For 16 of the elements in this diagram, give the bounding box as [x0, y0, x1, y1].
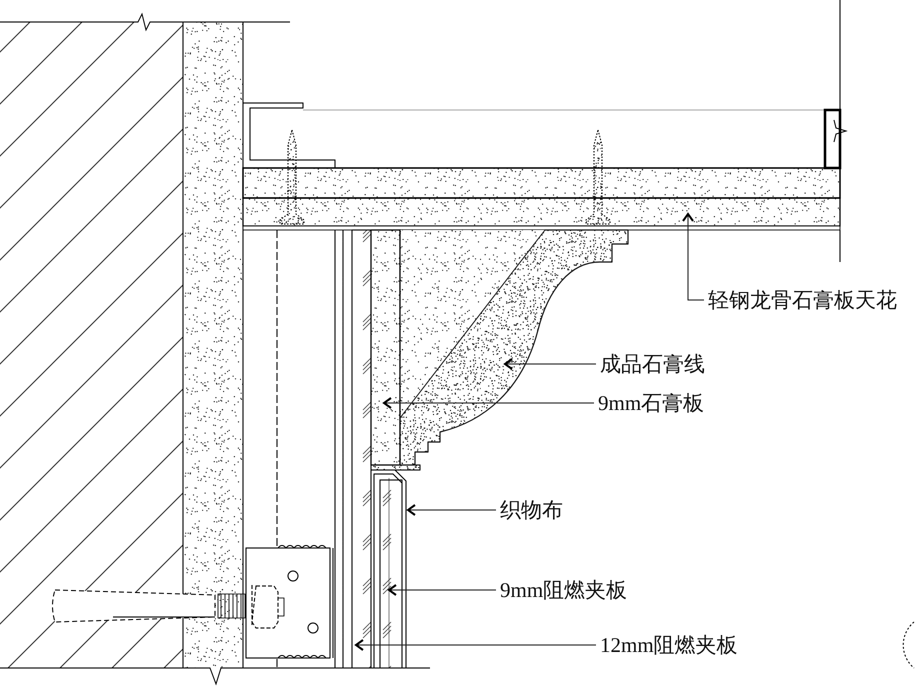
- plywood-board: [380, 480, 402, 668]
- callout-label: 12mm阻燃夹板: [600, 633, 738, 657]
- callout-label: 轻钢龙骨石膏板天花: [708, 288, 897, 312]
- leader-line: [383, 397, 594, 409]
- leader-line: [388, 584, 496, 596]
- leader-line: [355, 639, 596, 651]
- gypsum-board: [370, 229, 401, 466]
- callout-label: 9mm石膏板: [598, 391, 704, 415]
- leader-line: [504, 358, 596, 370]
- plywood-board: [352, 230, 372, 668]
- leader-line: [407, 504, 496, 516]
- callout-label: 9mm阻燃夹板: [500, 578, 628, 602]
- callout-label: 织物布: [500, 498, 563, 522]
- leader-line: [682, 213, 704, 300]
- callout-label: 成品石膏线: [600, 352, 705, 376]
- ceiling-board: [242, 167, 841, 230]
